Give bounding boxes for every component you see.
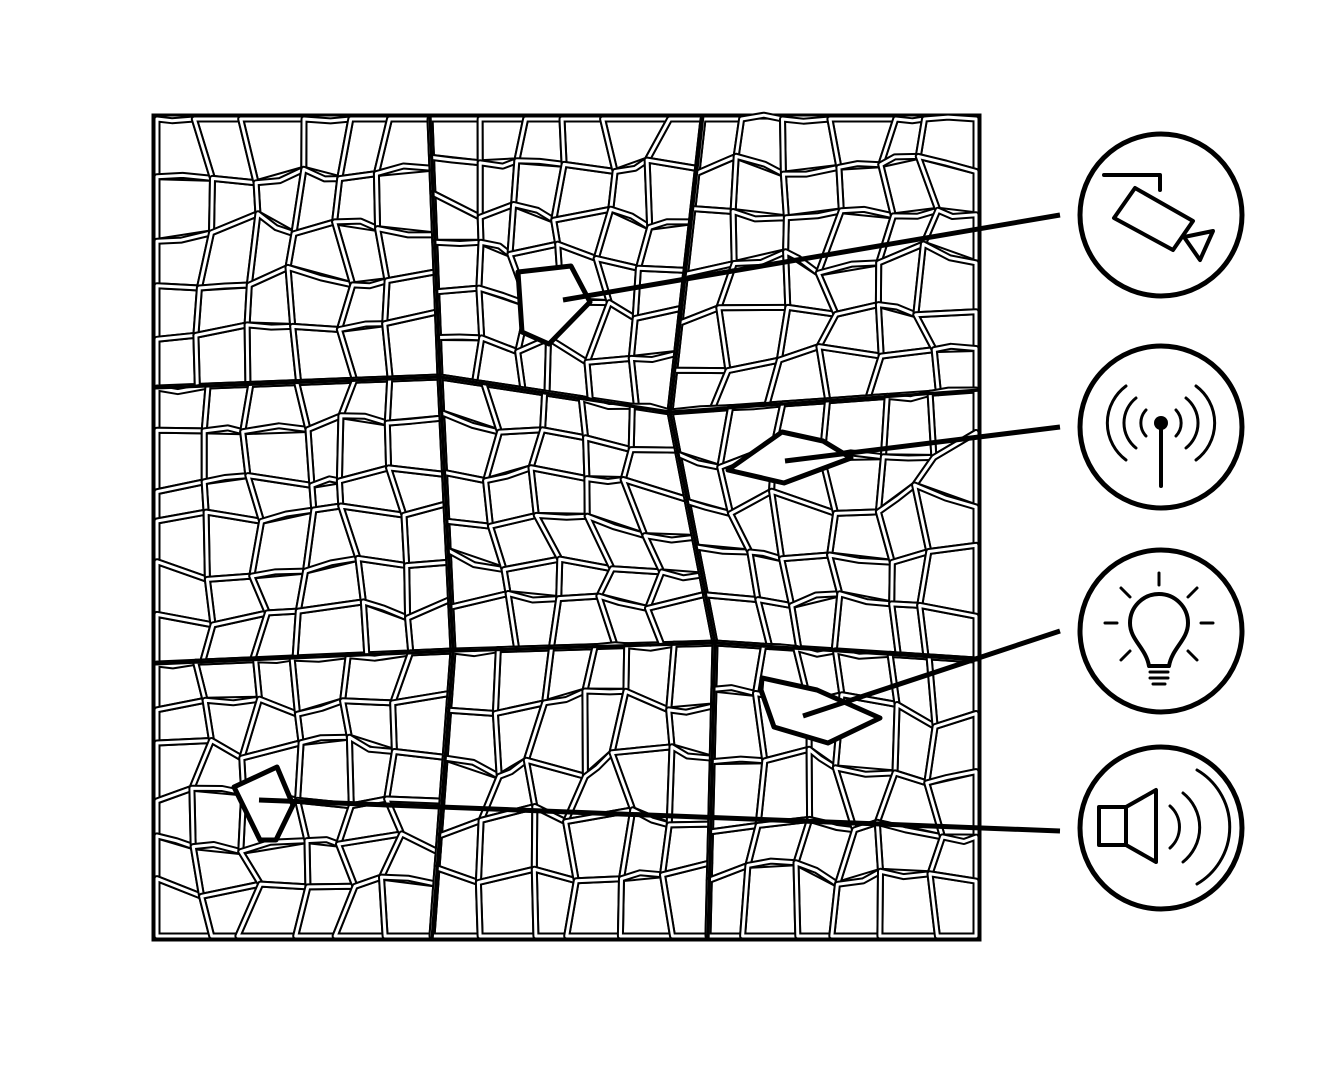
- mesh-cell: [431, 238, 485, 296]
- mesh-cell: [192, 656, 263, 704]
- light-badge[interactable]: [1077, 547, 1245, 715]
- mesh-cell-inner: [296, 735, 353, 808]
- mesh-cell-inner: [433, 240, 483, 294]
- mesh-cell: [153, 331, 201, 392]
- mesh-cell-inner: [928, 835, 978, 883]
- mesh-cell-inner: [402, 502, 451, 568]
- mesh-cell-inner: [194, 323, 250, 388]
- mesh-cell: [445, 646, 502, 717]
- light-bulb-icon: [1103, 571, 1215, 686]
- mesh-cell-inner: [293, 600, 369, 660]
- mesh-cell-inner: [916, 115, 978, 173]
- mesh-cell-inner: [447, 648, 500, 715]
- light-leader-line: [802, 628, 1061, 719]
- mesh-cell-inner: [361, 600, 413, 657]
- mesh-cell: [911, 481, 980, 555]
- mesh-cell: [914, 152, 980, 219]
- camera-sensor-cell[interactable]: [515, 263, 593, 347]
- mesh-cell-inner: [155, 333, 199, 390]
- speaker-icon: [1097, 768, 1232, 886]
- mesh-cell-inner: [928, 872, 978, 938]
- mesh-cell: [665, 639, 719, 714]
- mesh-cell-inner: [916, 154, 978, 217]
- mesh-cell-inner: [251, 609, 300, 662]
- mesh-cell: [429, 189, 485, 246]
- highlighted-cells: [231, 263, 883, 843]
- mesh-cell: [294, 733, 355, 810]
- wireless-sensor-cell[interactable]: [725, 429, 854, 486]
- mesh-cell-inner: [914, 242, 978, 317]
- mesh-cell: [729, 152, 790, 222]
- mesh-cell: [372, 162, 438, 239]
- mesh-cell-inner: [435, 286, 484, 340]
- camera-icon: [1102, 173, 1215, 262]
- mesh-cell-inner: [928, 388, 978, 459]
- mesh-cell: [543, 334, 594, 404]
- mesh-cell-inner: [913, 483, 978, 553]
- mesh-cell: [583, 299, 639, 366]
- speaker-badge[interactable]: [1077, 744, 1245, 912]
- speaker-leader-line: [258, 797, 1061, 834]
- mesh-cell-inner: [374, 164, 436, 237]
- mesh-cell-inner: [406, 597, 455, 655]
- mesh-cell: [389, 689, 454, 761]
- tile-seams: [152, 114, 981, 941]
- mesh-cell: [428, 864, 484, 940]
- mesh-cell-inner: [383, 310, 442, 381]
- wireless-badge[interactable]: [1077, 343, 1245, 511]
- mesh-cell: [527, 464, 591, 520]
- camera-badge[interactable]: [1077, 131, 1245, 299]
- leader-lines: [258, 212, 1061, 834]
- mesh-cell: [153, 382, 212, 435]
- mesh-cell-inner: [770, 489, 838, 561]
- mesh-cell: [739, 857, 802, 940]
- camera-leader-line: [562, 212, 1061, 303]
- mesh-cell-inner: [932, 344, 978, 395]
- mesh-cell: [383, 748, 449, 805]
- mesh-cell: [433, 284, 486, 342]
- wireless-signal-icon: [1105, 384, 1217, 488]
- mesh-cell: [608, 687, 676, 757]
- mesh-cell: [930, 342, 980, 397]
- mesh-cell-inner: [756, 747, 812, 827]
- speaker-sensor-cell[interactable]: [231, 764, 296, 843]
- mesh-cell-inner: [443, 708, 501, 778]
- wireless-leader-line: [784, 424, 1061, 464]
